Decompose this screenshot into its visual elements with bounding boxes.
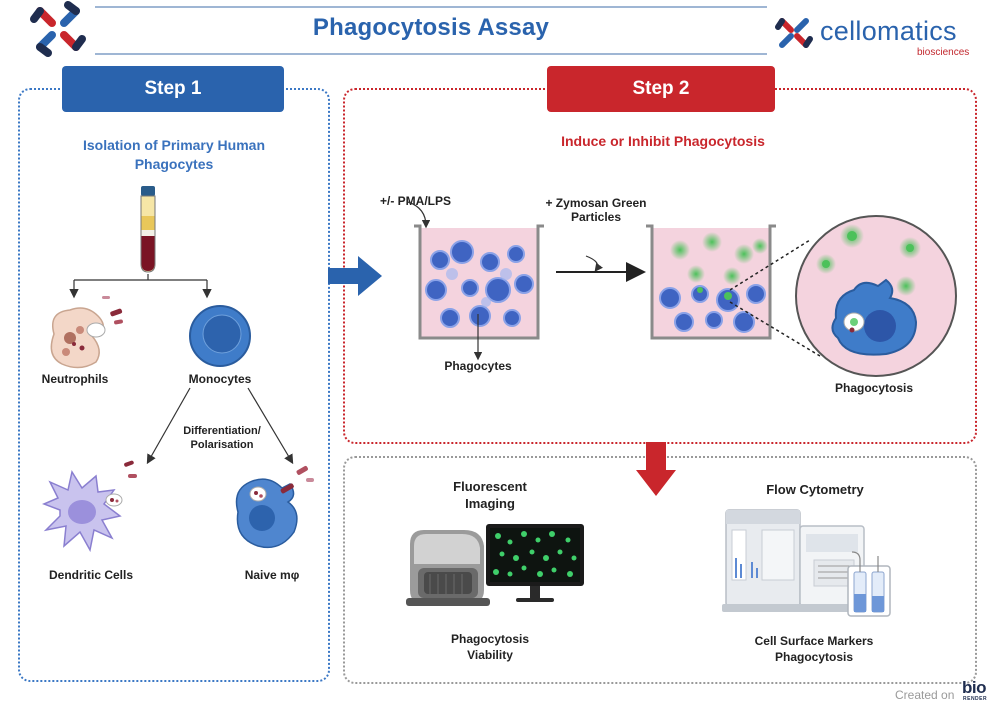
- created-on-text: Created on: [895, 688, 955, 702]
- beaker-1: [414, 224, 544, 340]
- step1-subtitle-line1: Isolation of Primary Human: [82, 137, 266, 153]
- monocytes-label: Monocytes: [188, 372, 252, 386]
- microscope-icon: [406, 530, 490, 606]
- dendritic-cell-icon: [41, 460, 137, 553]
- neutrophils-label: Neutrophils: [41, 372, 109, 386]
- dendritic-cells-label: Dendritic Cells: [48, 568, 134, 582]
- step1-branch-lines: [69, 274, 294, 465]
- fluorescent-imaging-label: Fluorescent Imaging: [440, 478, 540, 512]
- differentiation-line1: Differentiation/: [183, 425, 261, 437]
- biorender-logo-sub: RENDER: [963, 696, 988, 702]
- step2-button: Step 2: [547, 66, 775, 112]
- title-rule-top: [95, 6, 767, 8]
- imaging-output-label: Phagocytosis Viability: [430, 631, 550, 663]
- cellomatics-logo-icon: [30, 1, 86, 57]
- brand-name: cellomatics: [820, 16, 957, 46]
- imaging-output-line1: Phagocytosis: [450, 632, 530, 646]
- step2-beakers: [407, 201, 957, 377]
- blood-tube-icon: [140, 186, 156, 273]
- step1-subtitle: Isolation of Primary Human Phagocytes: [40, 136, 308, 174]
- monitor-icon: [486, 524, 584, 602]
- arrow-down-icon: [636, 442, 676, 496]
- monocyte-cell-icon: [189, 305, 251, 367]
- imaging-line2: Imaging: [465, 496, 515, 511]
- arrow-right-icon: [328, 256, 382, 296]
- imaging-line1: Fluorescent: [453, 479, 527, 494]
- flow-output-label: Cell Surface Markers Phagocytosis: [732, 633, 896, 665]
- macrophage-cell-icon: [235, 466, 314, 549]
- step2-subtitle: Induce or Inhibit Phagocytosis: [561, 133, 765, 149]
- pma-label: +/- PMA/LPS: [380, 194, 452, 208]
- phagocytosis-label: Phagocytosis: [834, 381, 914, 395]
- imaging-output-line2: Viability: [467, 648, 513, 662]
- flow-output-line2: Phagocytosis: [774, 650, 854, 664]
- step1-subtitle-line2: Phagocytes: [134, 156, 214, 172]
- zymosan-line1: + Zymosan Green: [545, 196, 647, 210]
- flow-cytometry-label: Flow Cytometry: [766, 482, 864, 497]
- biorender-logo: bio: [962, 678, 987, 697]
- flow-cytometer-icon: [722, 509, 891, 617]
- title-rule-bottom: [95, 53, 767, 55]
- brand-mark-icon: [775, 18, 813, 48]
- zymosan-label: + Zymosan Green Particles: [540, 196, 652, 224]
- differentiation-label: Differentiation/ Polarisation: [166, 424, 278, 452]
- phagocytes-label: Phagocytes: [444, 359, 512, 373]
- brand-subtitle: biosciences: [917, 47, 970, 58]
- neutrophil-cell-icon: [50, 296, 123, 369]
- page-title: Phagocytosis Assay: [312, 14, 550, 41]
- zymosan-line2: Particles: [570, 210, 622, 224]
- naive-macrophage-label: Naive mφ: [244, 568, 300, 582]
- beaker-2: [646, 224, 776, 340]
- phagocytosis-zoom: [795, 215, 957, 377]
- differentiation-line2: Polarisation: [190, 439, 254, 451]
- step1-button: Step 1: [62, 66, 284, 112]
- flow-output-line1: Cell Surface Markers: [754, 634, 874, 648]
